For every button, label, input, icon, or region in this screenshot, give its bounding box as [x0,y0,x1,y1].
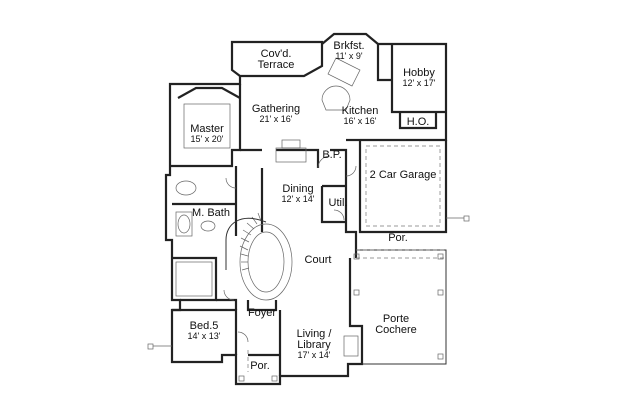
fixtures [147,57,470,382]
bp-label: B.P. [322,149,341,161]
covd-terrace-label-line2: Terrace [258,59,295,71]
util-label: Util. [329,197,348,209]
hobby-size: 12' x 17' [403,78,436,88]
master-size: 15' x 20' [191,134,224,144]
master-label: Master [190,123,224,135]
living-library-label-line2: Library [297,339,331,351]
kitchen-size: 16' x 16' [344,116,377,126]
interior-walls [170,44,446,376]
gathering-label: Gathering [252,103,300,115]
covd-terrace-label-line1: Cov'd. [261,48,292,60]
por-entry-label: Por. [250,360,270,372]
dining-size: 12' x 14' [282,194,315,204]
kitchen-label: Kitchen [342,105,379,117]
brkfst-label: Brkfst. [333,40,364,52]
two-car-garage-label: 2 Car Garage [370,169,437,181]
curved-staircase [225,212,293,301]
room-labels: Cov'd. Terrace Brkfst. 11' x 9' Hobby 12… [188,40,437,372]
ho-label: H.O. [407,116,430,128]
hobby-label: Hobby [403,67,435,79]
porte-cochere-label-line1: Porte [383,313,409,325]
dining-label: Dining [282,183,313,195]
m-bath-label: M. Bath [192,207,230,219]
bed5-label: Bed.5 [190,320,219,332]
gathering-size: 21' x 16' [260,114,293,124]
foyer-label: Foyer [248,307,276,319]
living-library-size: 17' x 14' [298,350,331,360]
por-garage-label: Por. [388,232,408,244]
exterior-walls [164,32,448,386]
court-label: Court [305,254,332,266]
porte-cochere-label-line2: Cochere [375,324,417,336]
bed5-size: 14' x 13' [188,331,221,341]
living-library-label-line1: Living / [297,328,333,340]
brkfst-size: 11' x 9' [335,51,363,61]
